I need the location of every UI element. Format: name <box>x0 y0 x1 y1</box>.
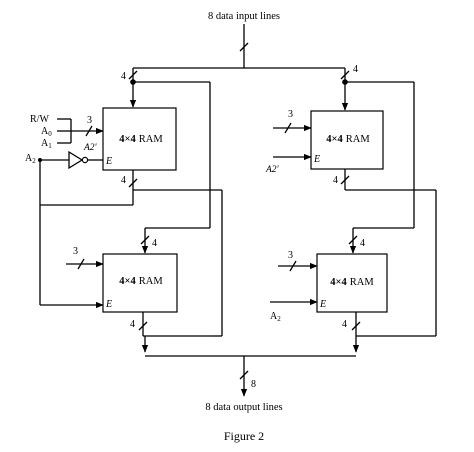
addr-width-tr: 3 <box>288 109 293 120</box>
svg-text:E: E <box>105 299 112 310</box>
addr-width-bl: 3 <box>73 246 78 257</box>
output-bus: 8 <box>141 335 360 397</box>
rw-label: R/W <box>30 114 49 125</box>
a2-bar-label-tr: A2' <box>265 165 280 175</box>
bus-slash-tr <box>340 70 350 80</box>
out-slash-tl <box>128 178 138 188</box>
out-width-bl: 4 <box>130 319 135 330</box>
bus-width-bl: 4 <box>152 238 157 249</box>
input-bus: 4 4 4 4 <box>121 24 415 254</box>
top-left-output-route <box>133 189 223 337</box>
bus-width-tr: 4 <box>353 64 358 75</box>
bus-width-br: 4 <box>360 238 365 249</box>
output-bus-slash <box>239 370 249 380</box>
ram-text-label: RAM <box>139 134 164 145</box>
addr-slash-tr <box>284 122 292 134</box>
output-bus-width: 8 <box>251 379 256 390</box>
addr-slash-tl <box>85 125 93 137</box>
ram-size-label: 4×4 <box>119 134 136 145</box>
output-lines-title: 8 data output lines <box>205 402 282 413</box>
addr-slash-bl <box>77 258 85 270</box>
bus-slash-tl <box>128 70 138 80</box>
input-lines-title: 8 data input lines <box>208 11 280 22</box>
input-bus-slash <box>239 42 249 52</box>
figure-caption: Figure 2 <box>224 429 264 443</box>
svg-text:E: E <box>319 299 326 310</box>
a0-label: A0 <box>41 126 52 138</box>
control-inputs: R/W A0 A1 3 A2 A2' <box>25 114 104 309</box>
a2-bar-label-tl: A2' <box>83 143 98 153</box>
bus-slash-br <box>348 235 358 245</box>
out-width-tl: 4 <box>121 175 126 186</box>
out-slash-tr <box>340 175 350 185</box>
addr-width-tl: 3 <box>87 115 92 126</box>
bus-slash-bl <box>140 235 150 245</box>
a1-label: A1 <box>41 138 52 150</box>
out-slash-bl <box>138 321 148 331</box>
out-slash-br <box>351 321 361 331</box>
out-width-tr: 4 <box>333 175 338 186</box>
a2-label: A2 <box>25 153 36 165</box>
addr-width-br: 3 <box>288 250 293 261</box>
enable-label: E <box>105 156 112 167</box>
addr-slash-br <box>289 260 297 272</box>
out-width-br: 4 <box>342 319 347 330</box>
bus-width-tl: 4 <box>121 71 126 82</box>
a2-label-br: A2 <box>270 311 281 323</box>
inverter-gate <box>68 150 84 170</box>
inverter-bubble <box>81 156 89 164</box>
svg-text:E: E <box>313 154 320 165</box>
